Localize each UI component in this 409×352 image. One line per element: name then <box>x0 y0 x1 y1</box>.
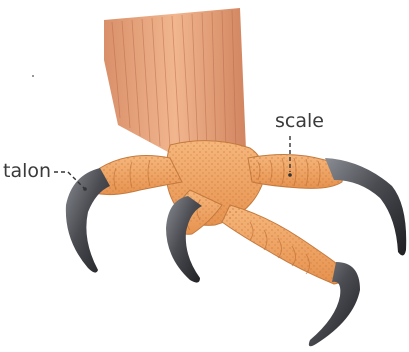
talon-label: talon <box>3 160 51 182</box>
scale-leader-dot <box>288 173 292 177</box>
inner-talon <box>166 196 202 283</box>
upper-right-talon <box>325 158 406 256</box>
left-talon <box>66 168 110 273</box>
talon-leader-dot <box>83 187 87 191</box>
scaly-foot <box>90 141 346 284</box>
speck <box>32 75 34 77</box>
scale-label: scale <box>275 110 324 132</box>
feathered-leg <box>104 8 246 152</box>
